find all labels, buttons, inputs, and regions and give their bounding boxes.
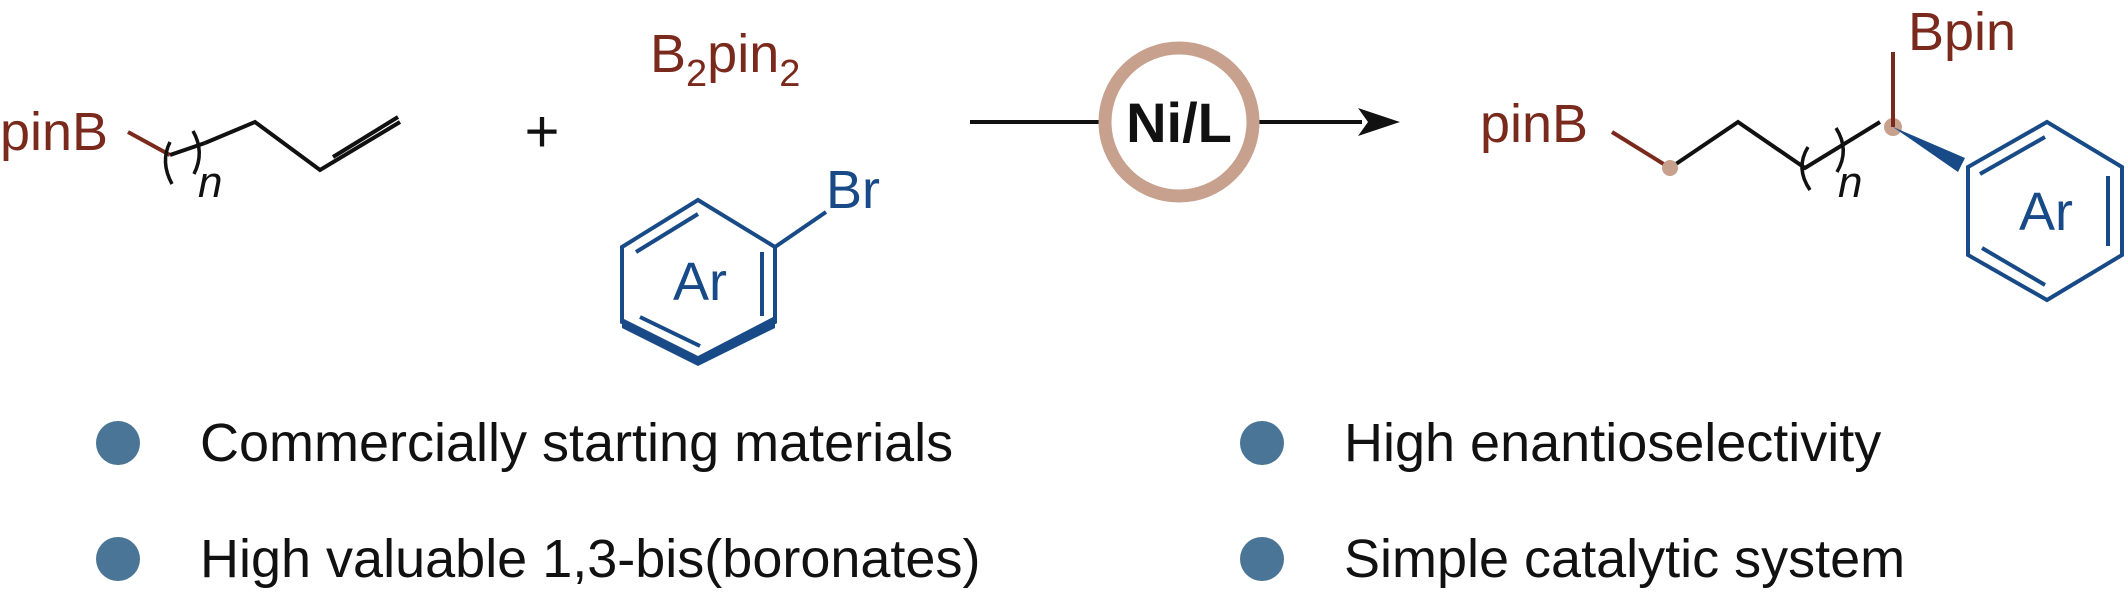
plus-sign: + [524, 98, 559, 165]
aryl-bromide-ar-label: Ar [673, 252, 727, 312]
feature-item: High enantioselectivity [1240, 412, 1881, 474]
feature-text: High valuable 1,3-bis(boronates) [200, 529, 981, 589]
product-pinb-label: pinB [1480, 94, 1588, 154]
arrow-head [1358, 108, 1400, 136]
product-aryl-inner-bond-3 [1980, 246, 2047, 287]
reactant-alkene-second-bond [331, 115, 400, 159]
product-bpin-label: Bpin [1908, 2, 2016, 62]
bullet-dot-icon [96, 421, 140, 465]
reactant-n-subscript: n [198, 158, 222, 207]
aryl-bromide-inner-bond-bottom [639, 315, 701, 348]
product-aryl-inner-bond-1 [1979, 135, 2046, 176]
product-n-subscript: n [1838, 158, 1862, 207]
product-carbon-dot-1 [1662, 160, 1678, 176]
feature-text: High enantioselectivity [1344, 413, 1882, 473]
reactant-pinb-label: pinB [0, 102, 108, 162]
aryl-bromide-wedge-bottom [622, 316, 775, 366]
catalyst-label: Ni/L [1126, 91, 1232, 154]
product-ar-label: Ar [2019, 182, 2073, 242]
b2pin2-label: B2pin2 [650, 24, 800, 95]
catalyst-ring [1098, 41, 1260, 203]
product-left-paren [1800, 146, 1812, 191]
feature-item: Commercially starting materials [96, 412, 953, 474]
br-label: Br [826, 160, 880, 220]
feature-item: High valuable 1,3-bis(boronates) [96, 528, 980, 590]
feature-item: Simple catalytic system [1240, 528, 1905, 590]
bullet-dot-icon [96, 537, 140, 581]
alkenyl-boronate-reactant: pinB n [0, 102, 402, 207]
aryl-bromide-inner-bond-top [634, 212, 700, 254]
product-right-paren [1834, 127, 1845, 173]
aryl-c-br-bond [773, 210, 828, 249]
product-stereo-wedge [1893, 127, 1965, 172]
bullet-dot-icon [1240, 537, 1284, 581]
bullet-dot-icon [1240, 421, 1284, 465]
feature-text: Commercially starting materials [200, 413, 954, 473]
product-aryl-ring [1966, 119, 2124, 303]
aryl-bromide-reagent: Br Ar [620, 160, 880, 366]
reaction-arrow: Ni/L [970, 41, 1400, 203]
reactant-left-paren [163, 141, 174, 185]
reactant-b-c-bond [127, 130, 171, 157]
feature-text: Simple catalytic system [1344, 529, 1906, 589]
reactant-right-paren [191, 130, 201, 175]
product-b-c-bond [1610, 130, 1672, 170]
reactant-allyl-chain [204, 119, 402, 173]
bisboronate-product: pinB n Bpin Ar [1480, 2, 2124, 303]
